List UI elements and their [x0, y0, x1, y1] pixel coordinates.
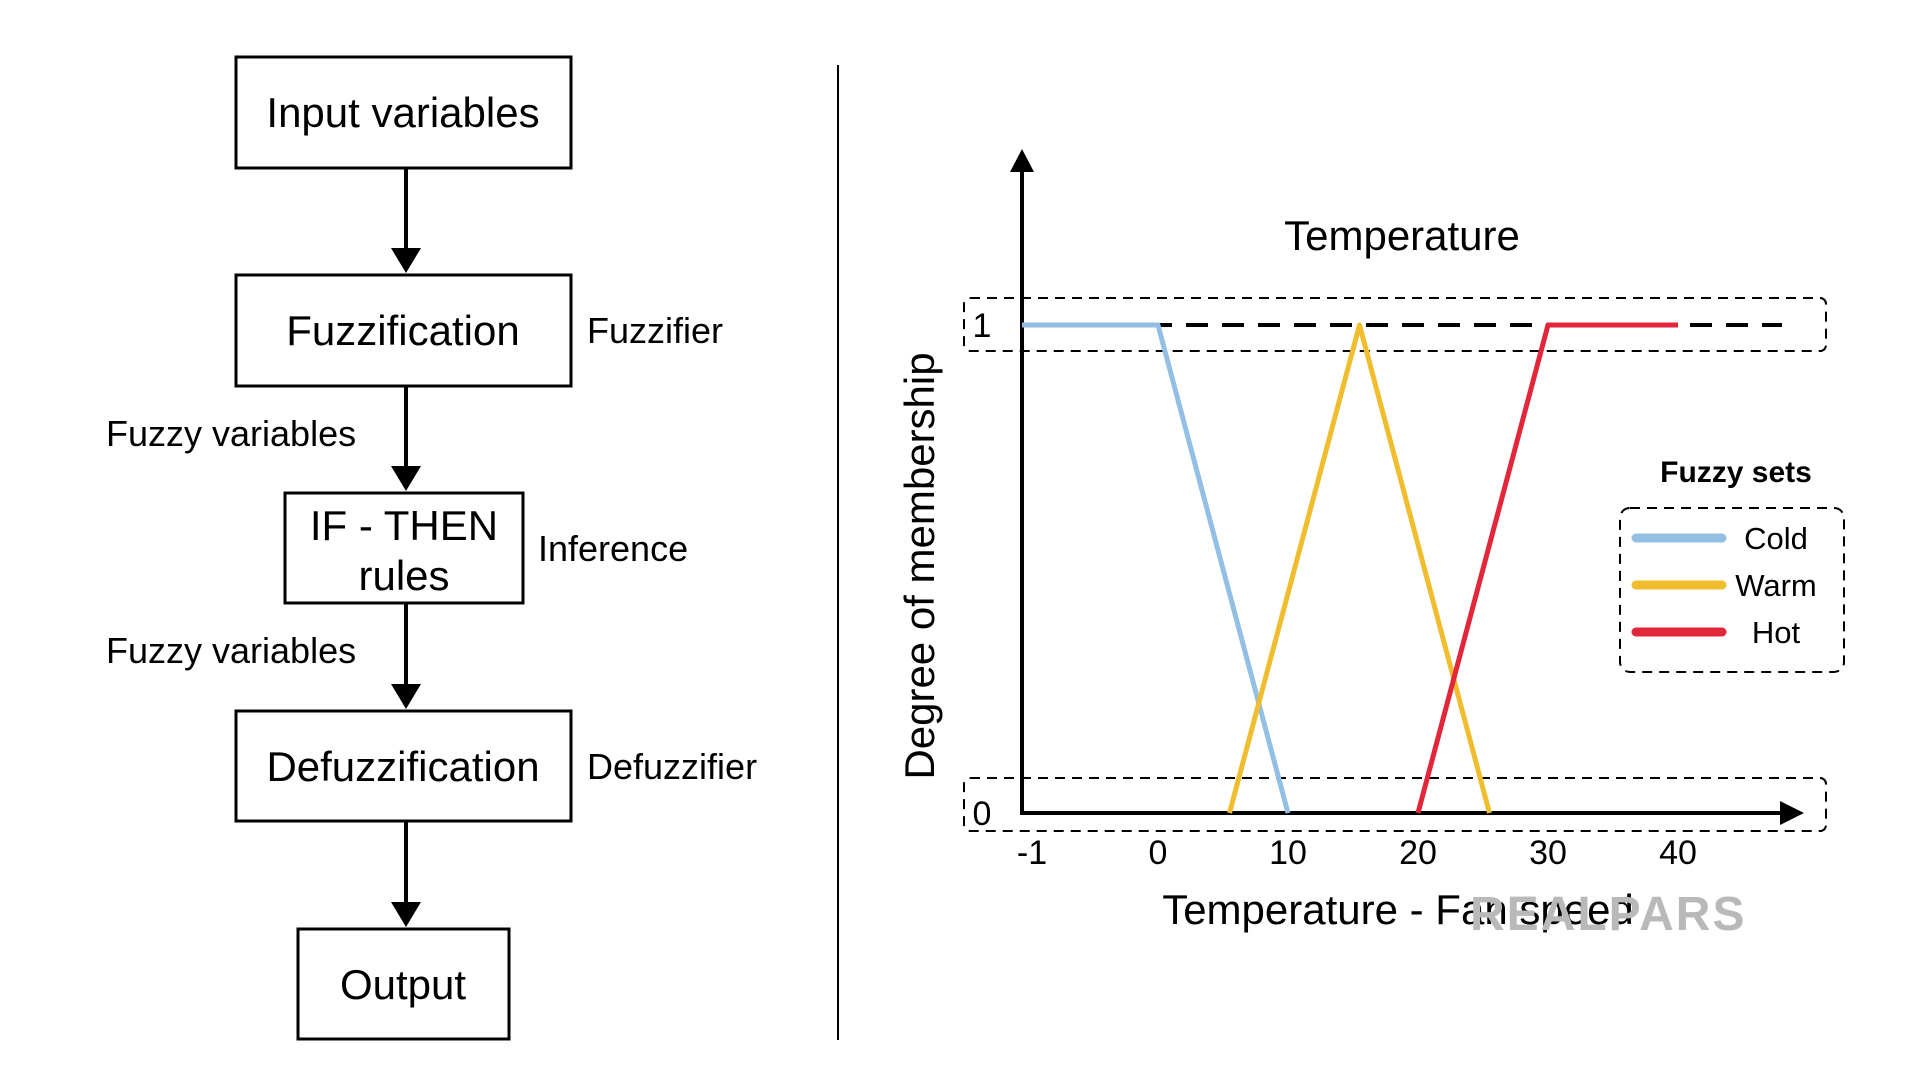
chart-title: Temperature: [1284, 212, 1520, 259]
arrowhead-2: [391, 466, 421, 491]
flow-arrows: [391, 168, 421, 927]
legend-title: Fuzzy sets: [1660, 456, 1812, 489]
y-axis-arrowhead: [1010, 149, 1034, 172]
x-tick-labels: -1 0 10 20 30 40: [1017, 834, 1697, 872]
legend-label-hot: Hot: [1752, 615, 1801, 650]
step-box: [234, 55, 573, 170]
y-tick-label: 1: [973, 307, 992, 345]
step-side-label: Defuzzifier: [587, 746, 757, 787]
x-tick-label: 10: [1269, 834, 1307, 872]
x-tick-label: 20: [1399, 834, 1437, 872]
y-axis-title: Degree of membership: [896, 352, 943, 779]
step-label: Input variables: [266, 89, 539, 136]
edge-label-fuzzy-variables: Fuzzy variables: [106, 413, 356, 454]
step-box: [296, 927, 511, 1041]
y-tick-labels: 01: [973, 307, 992, 833]
x-tick-label: 0: [1149, 834, 1168, 872]
x-tick-label: 30: [1529, 834, 1567, 872]
watermark-logo: REALPARS: [1470, 888, 1746, 941]
step-if-then-rules: IF - THEN rules Inference: [283, 491, 688, 605]
step-label: Fuzzification: [286, 307, 519, 354]
arrowhead-3: [391, 684, 421, 709]
step-side-label: Inference: [538, 528, 688, 569]
flowchart: Input variables Fuzzification Fuzzifier …: [106, 55, 757, 1041]
step-label: Output: [340, 961, 466, 1008]
step-input-variables: Input variables: [234, 55, 573, 170]
arrowhead-1: [391, 248, 421, 273]
level-0-highlight-box: [963, 777, 1827, 832]
x-axis-arrowhead: [1780, 801, 1804, 825]
x-axis-title: Temperature - Fan speed: [1162, 886, 1634, 933]
step-box: [234, 273, 573, 388]
legend-label-warm: Warm: [1735, 568, 1817, 603]
step-box: [234, 709, 573, 823]
legend-label-cold: Cold: [1744, 521, 1808, 556]
x-tick-label: 40: [1659, 834, 1697, 872]
edge-label-fuzzy-variables: Fuzzy variables: [106, 630, 356, 671]
series-line-warm: [1227, 322, 1492, 814]
series-line-hot: [1415, 322, 1678, 814]
y-tick-label: 0: [973, 795, 992, 833]
series-line-cold: [1022, 322, 1291, 814]
series-layer: [1022, 322, 1678, 814]
level-1-highlight-box: [963, 297, 1827, 352]
step-box: [283, 491, 525, 605]
arrowhead-4: [391, 902, 421, 927]
x-tick-label: -1: [1017, 834, 1047, 872]
step-label-line2: rules: [358, 552, 449, 599]
step-defuzzification: Defuzzification Defuzzifier: [234, 709, 757, 823]
legend-box: [1619, 507, 1845, 673]
step-label: Defuzzification: [266, 743, 539, 790]
step-output: Output: [296, 927, 511, 1041]
step-fuzzification: Fuzzification Fuzzifier: [234, 273, 723, 388]
step-side-label: Fuzzifier: [587, 310, 723, 351]
step-label-line1: IF - THEN: [310, 502, 498, 549]
